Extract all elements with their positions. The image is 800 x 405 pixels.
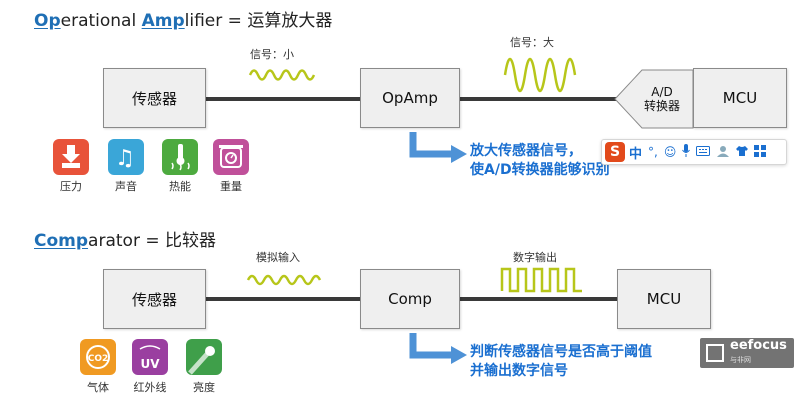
heading-amp-highlight: Amp: [141, 11, 185, 31]
note-arrow-2: [409, 333, 467, 364]
analog-wave: [246, 274, 322, 286]
large-sine-wave: [503, 57, 577, 93]
heading-comp-highlight: Comp: [34, 231, 89, 251]
brightness-icon: [186, 339, 222, 375]
line-comp-mcu: [459, 297, 619, 301]
comp-box-label: Comp: [388, 290, 432, 308]
ime-user-icon[interactable]: [716, 145, 730, 160]
sensor-box-label-2: 传感器: [131, 290, 177, 309]
analog-input-label: 模拟输入: [256, 251, 300, 264]
adc-label-line1: A/D: [651, 85, 673, 99]
comparator-note-line1: 判断传感器信号是否高于阈值: [470, 344, 652, 360]
sensor-label-brightness: 亮度: [193, 381, 215, 394]
sensor-label-sound: 声音: [115, 180, 137, 193]
ime-skin-icon[interactable]: [736, 145, 749, 160]
small-signal-label: 信号：小: [250, 48, 294, 61]
ime-toolbar[interactable]: S 中 °, ☺: [601, 139, 787, 165]
ime-logo-icon[interactable]: S: [605, 142, 625, 162]
opamp-note-line1: 放大传感器信号，: [470, 143, 582, 159]
gas-icon: CO2: [80, 339, 116, 375]
sensor-box-1: 传感器: [103, 68, 206, 128]
comparator-note: 判断传感器信号是否高于阈值 并输出数字信号: [470, 343, 652, 381]
sensor-label-uv: 红外线: [133, 381, 167, 394]
mcu-box-1: MCU: [693, 68, 787, 128]
sensor-label-heat: 热能: [169, 180, 191, 193]
sensor-label-weight: 重量: [220, 180, 242, 193]
heading-op-rest: erational: [60, 11, 142, 31]
mcu-box-label-2: MCU: [646, 290, 682, 308]
watermark-sub-text: 与非网: [730, 356, 751, 364]
mcu-box-label: MCU: [722, 89, 758, 107]
svg-text:UV: UV: [140, 357, 160, 371]
digital-output-label: 数字输出: [513, 251, 557, 264]
heading-amp-rest: lifier: [184, 11, 223, 31]
heading-comp-eq: = 比较器: [139, 231, 216, 251]
ime-punctuation-icon[interactable]: °,: [648, 145, 658, 159]
line-opamp-adc: [459, 97, 619, 101]
adc-label: A/D 转换器: [630, 85, 694, 113]
note-arrow-1: [409, 132, 467, 163]
pressure-icon: [53, 139, 89, 175]
adc-label-line2: 转换器: [643, 99, 680, 113]
uv-icon: UV: [132, 339, 168, 375]
comparator-note-line2: 并输出数字信号: [470, 363, 568, 379]
opamp-note: 放大传感器信号， 使A/D转换器能够识别: [470, 142, 610, 180]
opamp-box-label: OpAmp: [382, 89, 438, 107]
heading-comp-rest: arator: [88, 231, 140, 251]
watermark-logo-icon: [706, 344, 724, 362]
eefocus-watermark: eefocus 与非网: [700, 338, 794, 368]
sensor-label-pressure: 压力: [60, 180, 82, 193]
svg-text:♫: ♫: [115, 146, 135, 171]
ime-keyboard-icon[interactable]: [696, 145, 711, 159]
comp-box: Comp: [360, 269, 460, 329]
ime-grid-icon[interactable]: [754, 144, 767, 160]
heat-icon: [162, 139, 198, 175]
large-signal-label: 信号：大: [510, 36, 554, 49]
sensor-box-label: 传感器: [131, 89, 177, 108]
digital-square-wave: [500, 267, 582, 293]
sensor-label-gas: 气体: [87, 381, 109, 394]
small-sine-wave: [248, 69, 316, 81]
watermark-brand: eefocus 与非网: [730, 339, 787, 367]
weight-icon: [213, 139, 249, 175]
ime-voice-icon[interactable]: [682, 144, 691, 160]
opamp-note-line2: 使A/D转换器能够识别: [470, 162, 610, 178]
heading-op-highlight: Op: [34, 11, 61, 31]
line-sensor-opamp: [205, 97, 361, 101]
mcu-box-2: MCU: [617, 269, 711, 329]
opamp-heading: Operational Amplifier = 运算放大器: [34, 6, 332, 31]
ime-emoji-icon[interactable]: ☺: [663, 145, 677, 159]
sound-icon: ♫: [108, 139, 144, 175]
watermark-brand-text: eefocus: [730, 338, 787, 353]
heading-opamp-eq: = 运算放大器: [222, 11, 333, 31]
ime-mode-toggle[interactable]: 中: [629, 146, 643, 162]
comparator-heading: Comparator = 比较器: [34, 226, 216, 251]
line-sensor-comp: [205, 297, 361, 301]
opamp-box: OpAmp: [360, 68, 460, 128]
svg-text:CO2: CO2: [88, 354, 109, 364]
sensor-box-2: 传感器: [103, 269, 206, 329]
